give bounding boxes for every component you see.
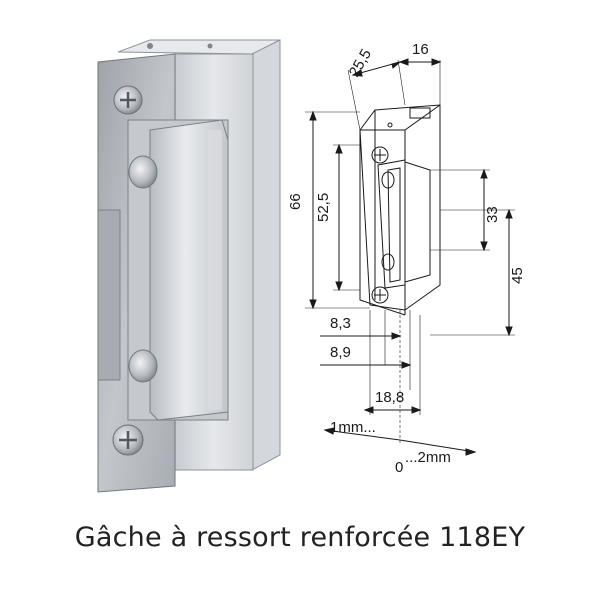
dim-45: 45 [509, 267, 526, 284]
strike-photo [97, 39, 281, 493]
dim-adjust-zero: 0 [395, 459, 403, 476]
screw-icon [113, 85, 143, 115]
technical-drawing [305, 58, 515, 456]
dim-width: 16 [412, 41, 429, 58]
dim-offset-89: 8,9 [330, 344, 351, 361]
dim-height-total: 66 [287, 193, 304, 210]
screw-icon [112, 424, 144, 456]
dim-offset-83: 8,3 [330, 315, 351, 332]
dim-width-188: 18,8 [375, 389, 404, 406]
dim-adjust-right: ...2mm [405, 449, 451, 466]
dim-depth: 25,5 [346, 46, 375, 80]
dim-33: 33 [484, 206, 501, 223]
dim-adjust-left: 1mm... [330, 419, 376, 436]
product-caption: Gâche à ressort renforcée 118EY [74, 522, 526, 553]
latch [149, 119, 229, 421]
dim-height-inner: 52,5 [315, 193, 332, 222]
